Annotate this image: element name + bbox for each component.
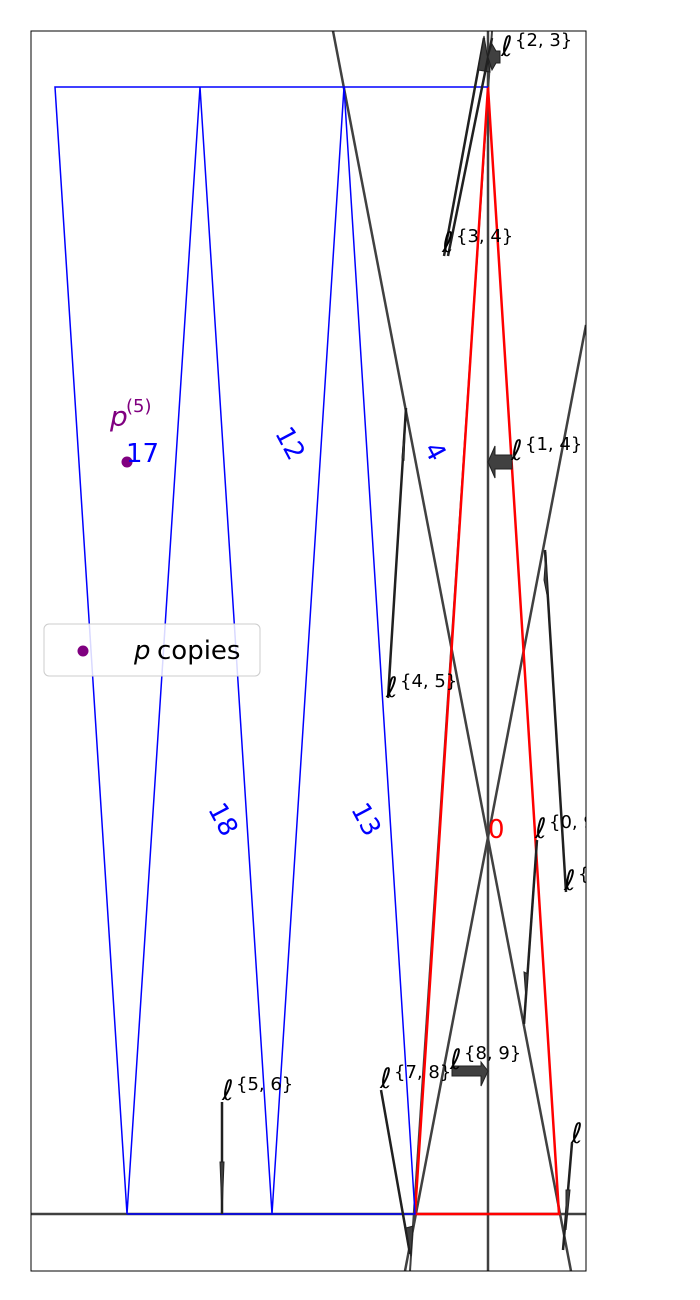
svg-text:{7, 8}: {7, 8}: [394, 1062, 451, 1083]
svg-text:{4, 5}: {4, 5}: [400, 671, 457, 692]
line-label-l56: ℓ {5, 6}: [221, 1074, 293, 1107]
svg-text:(5): (5): [126, 396, 152, 417]
svg-text:{2, 3}: {2, 3}: [515, 30, 572, 51]
svg-text:ℓ: ℓ: [379, 1062, 392, 1095]
axes-frame: [30, 30, 587, 1272]
segment-label-18: 18: [201, 798, 243, 841]
legend-marker: [77, 645, 89, 657]
svg-text:ℓ: ℓ: [441, 226, 454, 259]
red-path: [413, 86, 561, 1216]
svg-text:{1, 4}: {1, 4}: [525, 434, 582, 455]
svg-text:p: p: [109, 400, 128, 433]
svg-text:{10, 11}: {10, 11}: [585, 1117, 665, 1138]
svg-text:{0, 9}: {0, 9}: [549, 812, 606, 833]
line-label-l01: ℓ {0, 1}: [563, 864, 635, 897]
line-label-l89: ℓ {8, 9}: [449, 1043, 521, 1076]
segment-label-17: 17: [126, 439, 159, 469]
svg-text:{3, 4}: {3, 4}: [456, 226, 513, 247]
diagonal-line-b: [403, 324, 586, 1271]
svg-text:ℓ: ℓ: [385, 671, 398, 704]
svg-text:{8, 9}: {8, 9}: [464, 1043, 521, 1064]
line-label-l78: ℓ {7, 8}: [379, 1062, 451, 1095]
line-label-l23: ℓ {2, 3}: [500, 30, 572, 63]
legend: p copies: [43, 623, 261, 677]
svg-text:ℓ: ℓ: [570, 1117, 583, 1150]
segment-label-12: 12: [268, 422, 310, 465]
svg-text:ℓ: ℓ: [449, 1043, 462, 1076]
svg-text:{0, 1}: {0, 1}: [578, 864, 635, 885]
line-label-l34: ℓ {3, 4}: [441, 226, 513, 259]
line-label-l45: ℓ {4, 5}: [385, 671, 457, 704]
segment-label-4: 4: [417, 437, 451, 466]
point-p5: [121, 456, 133, 468]
svg-text:ℓ: ℓ: [221, 1074, 234, 1107]
svg-text:ℓ: ℓ: [563, 864, 576, 897]
line-label-l1011: ℓ {10, 11}: [570, 1117, 665, 1150]
line-label-l09: ℓ {0, 9}: [534, 812, 606, 845]
legend-text: copies: [157, 636, 240, 666]
segment-label-13: 13: [344, 798, 386, 841]
svg-text:ℓ: ℓ: [500, 30, 513, 63]
svg-text:ℓ: ℓ: [534, 812, 547, 845]
legend-symbol: p: [133, 636, 151, 666]
svg-text:{5, 6}: {5, 6}: [236, 1074, 293, 1095]
point-label-p5: p (5): [109, 396, 152, 433]
svg-text:ℓ: ℓ: [510, 434, 523, 467]
line-label-l14: ℓ {1, 4}: [510, 434, 582, 467]
line-segments: [219, 35, 574, 1257]
segment-label-0: 0: [488, 815, 505, 845]
